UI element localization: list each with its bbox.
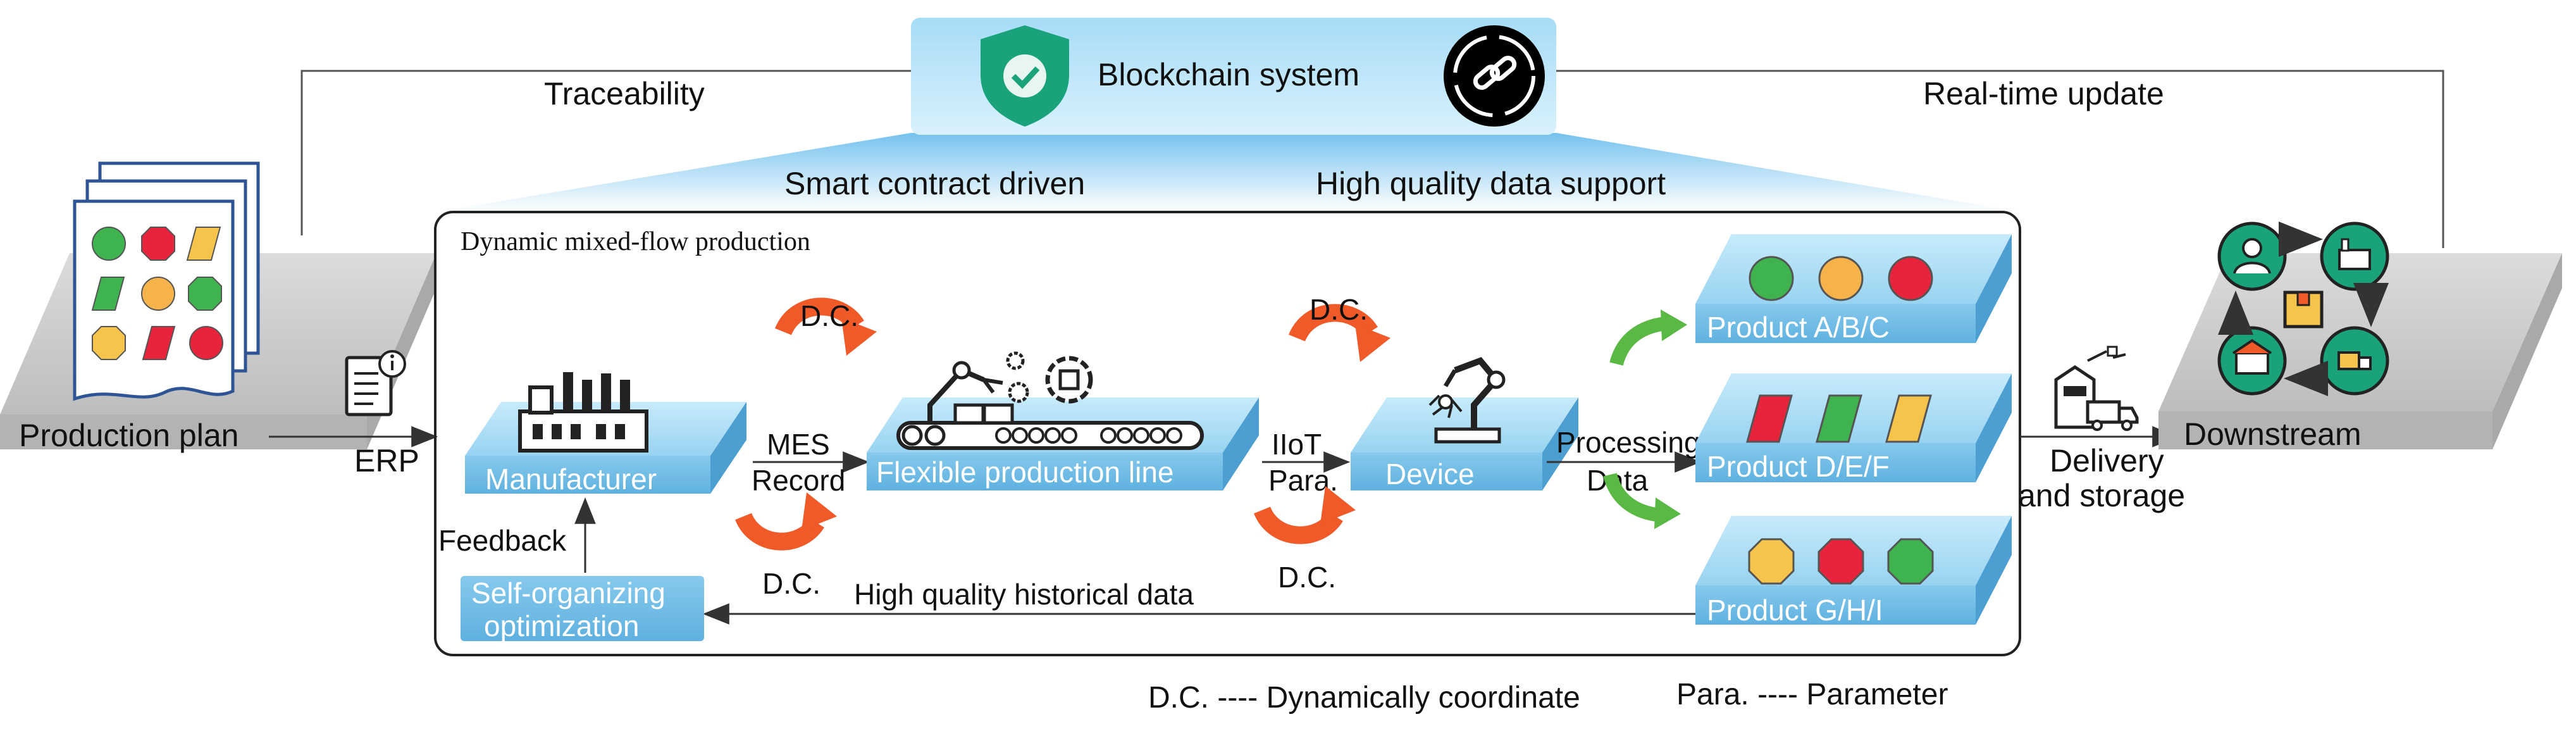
dc-label-top-left: D.C. (800, 299, 858, 332)
blockchain-title: Blockchain system (1098, 57, 1359, 92)
yellow-octagon-icon (92, 326, 126, 360)
legend-dc: D.C. ---- Dynamically coordinate (1148, 681, 1580, 715)
flexible-line-label: Flexible production line (876, 456, 1174, 489)
product-abc-platform (1695, 234, 2012, 343)
self-organizing-label-1: Self-organizing (471, 577, 666, 609)
blockchain-box (911, 18, 1556, 135)
dynamic-production-title: Dynamic mixed-flow production (461, 227, 810, 256)
product-ghi-platform (1695, 516, 2012, 625)
dc-label-bottom-right: D.C. (1278, 561, 1336, 594)
yellow-parallelogram-icon (186, 227, 221, 261)
traceability-line (300, 70, 911, 235)
delivery-label-1: Delivery (2050, 443, 2164, 478)
traceability-label: Traceability (544, 76, 705, 111)
production-plan-label: Production plan (19, 418, 238, 453)
factory-icon (518, 372, 648, 453)
robot-arm-icon (1428, 357, 1506, 444)
dc-label-top-right: D.C. (1310, 293, 1368, 326)
green-circle-icon (92, 227, 126, 261)
downstream-label: Downstream (2184, 416, 2362, 452)
feedback-label: Feedback (438, 524, 567, 557)
product-def-label: Product D/E/F (1707, 450, 1890, 483)
dc-label-bottom-left: D.C. (762, 567, 820, 600)
device-platform (1351, 397, 1578, 490)
orange-circle-icon (141, 277, 175, 311)
self-organizing-box (461, 576, 704, 641)
red-octagon-icon (141, 227, 175, 261)
realtime-label: Real-time update (1923, 76, 2164, 111)
product-def-platform (1695, 373, 2012, 482)
legend-para: Para. ---- Parameter (1676, 678, 1948, 711)
device-label: Device (1385, 458, 1475, 490)
self-organizing-label-2: optimization (484, 609, 639, 642)
dynamic-production-frame (434, 211, 2021, 656)
green-octagon-icon (188, 277, 222, 311)
smart-contract-label: Smart contract driven (784, 166, 1085, 201)
supply-chain-icon (2217, 222, 2389, 396)
green-parallelogram-icon (91, 277, 125, 311)
green-arrow-up (1616, 309, 1687, 364)
delivery-label-2: and storage (2018, 478, 2185, 513)
red-parallelogram-icon (142, 326, 176, 360)
erp-label: ERP (354, 443, 419, 478)
record-label: Record (752, 464, 845, 497)
manufacturer-label: Manufacturer (485, 463, 657, 496)
product-ghi-label: Product G/H/I (1707, 594, 1883, 627)
mes-label: MES (767, 428, 830, 461)
hq-support-label: High quality data support (1316, 166, 1666, 201)
product-abc-label: Product A/B/C (1707, 311, 1890, 344)
shield-icon (981, 25, 1069, 127)
red-circle-icon (189, 326, 223, 360)
erp-document-icon (345, 350, 406, 416)
chain-cycle-icon (1444, 25, 1545, 127)
iiot-label: IIoT (1272, 428, 1322, 461)
warehouse-truck-icon (2054, 346, 2139, 431)
processing-label: Processing (1556, 426, 1700, 459)
production-line-icon (896, 351, 1204, 450)
historical-data-label: High quality historical data (854, 578, 1194, 611)
dc-arrow-bottom-left (743, 492, 837, 542)
realtime-line (1556, 70, 2444, 248)
production-plan-documents (73, 161, 260, 401)
blockchain-fan (435, 133, 2021, 212)
